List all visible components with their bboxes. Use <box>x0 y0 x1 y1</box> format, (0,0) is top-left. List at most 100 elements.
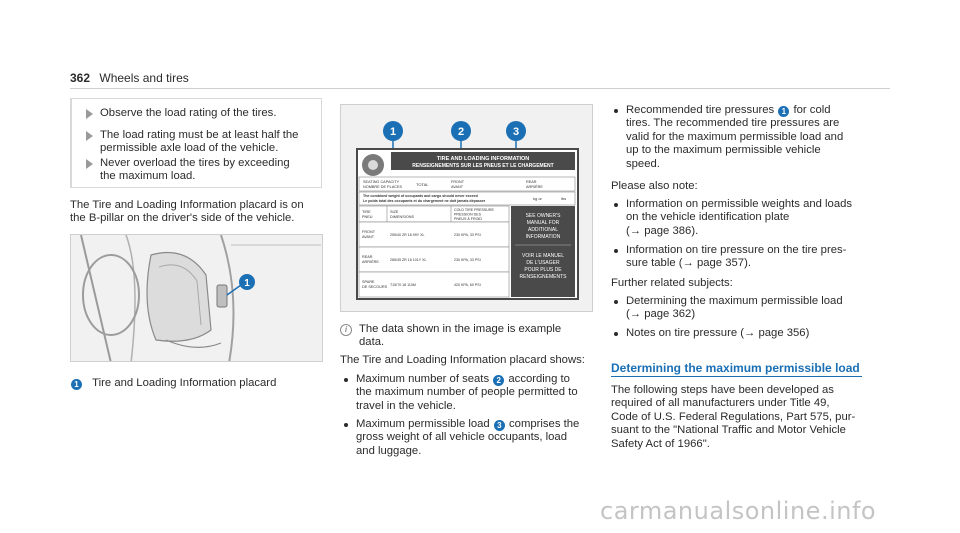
body-line: required of all manufacturers under Titl… <box>611 397 830 410</box>
caption-callout-badge: 1 <box>71 379 82 390</box>
placard-title-en: TIRE AND LOADING INFORMATION <box>437 156 530 162</box>
placard-col-pressure-3: PNEUS À FROID <box>454 217 482 221</box>
intro-line: The Tire and Loading Information placard… <box>70 199 304 211</box>
placard-col-dim: DIMENSIONS <box>390 215 415 219</box>
list-item: Recommended tire pressures 1 for cold ti… <box>614 104 874 174</box>
list-item: Maximum number of seats 2 according to t… <box>344 373 604 425</box>
list-item: Information on tire pressure on the tire… <box>614 244 874 274</box>
arrow-icon <box>86 159 93 169</box>
bullet-text: Notes on tire pressure (→ page 356) <box>626 327 810 339</box>
placard-row3-b: DE SECOURS <box>362 285 388 289</box>
placard-row2-a: REAR <box>362 255 373 259</box>
bullet-dot <box>614 109 618 113</box>
placard-row3-pressure: 420 KPA, 60 PSI <box>454 283 481 287</box>
page-number: 362 <box>70 71 91 85</box>
placard-weight-en: The combined weight of occupants and car… <box>363 194 478 198</box>
body-line: Code of U.S. Federal Regulations, Part 5… <box>611 410 856 423</box>
placard-avant: AVANT <box>451 185 464 189</box>
car-interior-illustration: 1 <box>71 235 322 361</box>
placard-col-size: SIZE <box>390 210 399 214</box>
placard-side-en-1: SEE OWNER'S <box>526 213 562 219</box>
placard-weight-fr: Le poids total des occupants et du charg… <box>363 199 486 203</box>
arrow-icon <box>86 109 93 119</box>
placard-side-fr-2: DE L'USAGER <box>526 260 560 266</box>
placard-front: FRONT <box>451 180 465 184</box>
arrow-icon <box>86 131 93 141</box>
note-line: data. <box>359 336 385 349</box>
inline-callout: 3 <box>493 420 505 431</box>
placard-side-fr-3: POUR PLUS DE <box>524 267 562 273</box>
bullet-text: Determining the maximum permissible load… <box>626 295 843 321</box>
section-name: Wheels and tires <box>99 71 189 85</box>
header-divider <box>70 88 890 89</box>
placard-shows-text: The Tire and Loading Information placard… <box>340 354 585 366</box>
tip-line: permissible axle load of the vehicle. <box>100 142 279 155</box>
placard-side-en-3: ADDITIONAL <box>528 227 558 233</box>
inline-callout: 1 <box>778 106 790 117</box>
placard-arriere: ARRIÈRE <box>526 184 543 189</box>
section-heading: Determining the maximum permissible load <box>611 361 860 375</box>
figure1-callout-label: 1 <box>244 278 250 289</box>
section-body: The following steps have been developed … <box>611 384 871 451</box>
bullet-dot <box>614 300 618 304</box>
figure1-caption: 1 Tire and Loading Information placard <box>70 377 330 390</box>
placard-title-fr: RENSEIGNEMENTS SUR LES PNEUS ET LE CHARG… <box>412 163 553 169</box>
placard-side-fr-1: VOIR LE MANUEL <box>522 253 564 259</box>
tip-line: Observe the load rating of the tires. <box>100 107 277 119</box>
placard-seating-fr: NOMBRE DE PLACES <box>363 185 403 189</box>
placard-total: TOTAL <box>416 182 429 187</box>
bullet-text: Information on tire pressure on the tire… <box>626 244 847 270</box>
bullet-dot <box>614 332 618 336</box>
placard-callout-1: 1 <box>390 126 396 138</box>
intro-line: the B-pillar on the driver's side of the… <box>70 212 295 225</box>
car-interior-figure: 1 <box>70 234 323 362</box>
placard-col-pneu: PNEU <box>362 215 373 219</box>
body-line: The following steps have been developed … <box>611 384 834 396</box>
section-heading-rule <box>611 376 862 377</box>
related-link[interactable]: Notes on tire pressure (→ page 356) <box>614 327 874 343</box>
figure1-callout-circle <box>239 274 255 290</box>
body-line: Safety Act of 1966". <box>611 437 710 450</box>
tip-text: Never overload the tires by exceeding th… <box>100 157 315 184</box>
placard-col-pressure-1: COLD TIRE PRESSURE <box>454 208 494 212</box>
body-line: suant to the "National Traffic and Motor… <box>611 424 846 437</box>
bullet-text: Maximum number of seats 2 according to t… <box>356 373 578 412</box>
inline-callout: 2 <box>493 375 505 386</box>
intro-paragraph: The Tire and Loading Information placard… <box>70 199 330 226</box>
placard-kg: kg or <box>533 196 543 201</box>
list-item: Maximum permissible load 3 comprises the… <box>344 418 604 470</box>
placard-col-tire: TIRE <box>362 210 371 214</box>
placard-row1-b: AVANT <box>362 235 375 239</box>
bullet-dot <box>344 378 348 382</box>
bullet-dot <box>614 249 618 253</box>
info-icon: i <box>340 324 352 336</box>
placard-col-pressure-2: PRESSION DES <box>454 213 482 217</box>
tip-box: Observe the load rating of the tires. Th… <box>70 98 322 188</box>
placard-row1-pressure: 230 KPA, 33 PSI <box>454 233 481 237</box>
placard-row2-b: ARRIÈRE <box>362 259 379 264</box>
placard-callout-2: 2 <box>458 126 464 138</box>
placard-side-fr-4: RENSEIGNEMENTS <box>520 274 568 280</box>
bullet-dot <box>344 423 348 427</box>
placard-side-en-2: MANUAL FOR <box>527 220 560 226</box>
please-note-text: Please also note: <box>611 180 698 192</box>
placard-row1-size: 255/40 ZR 18 99Y XL <box>390 233 425 237</box>
bullet-text: Information on permissible weights and l… <box>626 198 853 237</box>
placard-row3-a: SPARE <box>362 280 375 284</box>
placard-row3-size: T15/70 18 110M <box>390 283 416 287</box>
list-item: Information on permissible weights and l… <box>614 198 874 242</box>
tip-line: The load rating must be at least half th… <box>100 129 299 141</box>
placard-side-en-4: INFORMATION <box>526 234 561 240</box>
related-link[interactable]: Determining the maximum permissible load… <box>614 295 874 325</box>
bullet-text: Maximum permissible load 3 comprises the… <box>356 418 580 457</box>
tip-text: The load rating must be at least half th… <box>100 129 315 156</box>
tip-text: Observe the load rating of the tires. <box>100 107 315 120</box>
tip-line: the maximum load. <box>100 170 196 183</box>
further-subjects-text: Further related subjects: <box>611 277 733 289</box>
placard-row1-a: FRONT <box>362 230 376 234</box>
placard-row2-pressure: 230 KPA, 33 PSI <box>454 258 481 262</box>
caption-text: Tire and Loading Information placard <box>92 377 277 389</box>
example-data-note: The data shown in the image is example d… <box>359 323 589 350</box>
placard-row2-size: 285/35 ZR 18 101Y XL <box>390 258 427 262</box>
placard-callout-3: 3 <box>513 126 519 138</box>
